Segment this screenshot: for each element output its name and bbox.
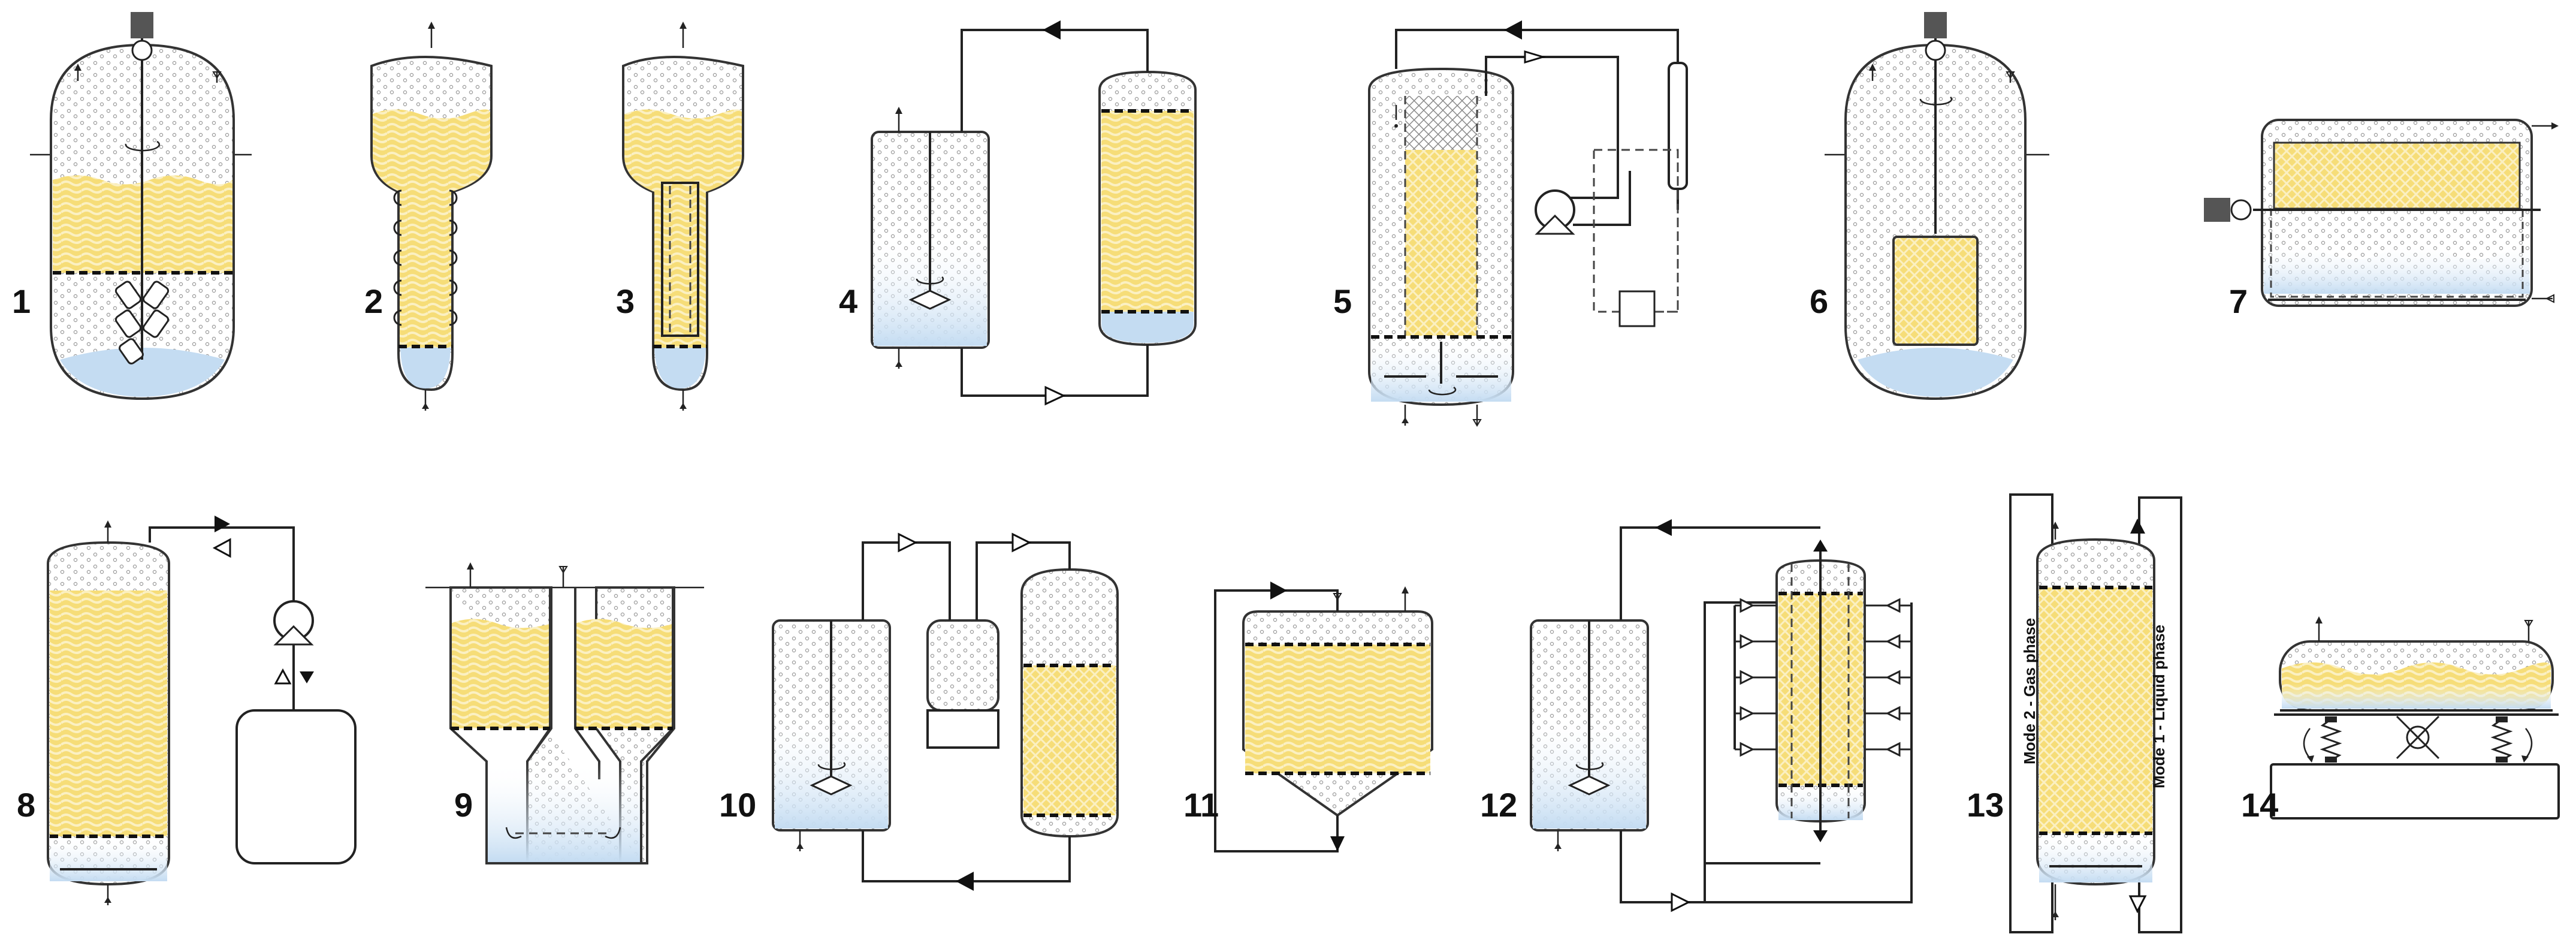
reactor-1-number: 1 <box>12 282 31 320</box>
pump-icon <box>273 600 314 646</box>
reactor-8-number: 8 <box>17 786 35 824</box>
reactor-10-multistage: 10 <box>719 532 1119 891</box>
reactor-14-shaken-bed: 14 <box>2241 616 2560 824</box>
reactor-4-external-packed-loop: 4 <box>839 20 1197 406</box>
reactor-1-stirred-tank: 1 <box>12 12 252 400</box>
reactor-4-number: 4 <box>839 282 857 320</box>
reactor-6-basket: 6 <box>1810 12 2049 400</box>
reactor-6-number: 6 <box>1810 282 1828 320</box>
reactor-2-number: 2 <box>364 282 383 320</box>
reactor-3-number: 3 <box>616 282 635 320</box>
motor-icon <box>2204 198 2252 222</box>
motor-icon <box>1924 12 1947 61</box>
reactor-11-conical: 11 <box>1183 582 1433 852</box>
vent-arrow-icon <box>74 64 222 83</box>
reactor-11-number: 11 <box>1183 786 1219 824</box>
reactor-2-column: 2 <box>364 22 493 411</box>
reactor-13-dual-mode: Mode 2 - Gas phase Mode 1 - Liquid phase… <box>1967 493 2182 933</box>
reactor-7-number: 7 <box>2229 282 2248 320</box>
impeller-icon <box>810 762 853 796</box>
reactor-10-number: 10 <box>719 786 756 824</box>
reactor-5-fixed-bed-recirculation: 5 <box>1333 20 1688 427</box>
mode-2-gas-phase-label: Mode 2 - Gas phase <box>2021 618 2039 764</box>
reactor-9-tray-reactor: 9 <box>425 562 704 864</box>
reactor-7-horizontal-drum: 7 <box>2204 119 2559 320</box>
impeller-icon <box>1568 762 1611 796</box>
impeller-icon <box>908 276 952 310</box>
motor-icon <box>131 12 153 61</box>
pump-icon <box>1535 189 1575 235</box>
reactor-14-number: 14 <box>2241 786 2278 824</box>
reactor-12-multi-inlet: 12 <box>1480 519 1913 912</box>
reactor-3-column-drafttube: 3 <box>616 22 744 411</box>
impeller-icon <box>114 281 170 364</box>
reactor-9-number: 9 <box>454 786 473 824</box>
reactor-12-number: 12 <box>1480 786 1517 824</box>
mode-1-liquid-phase-label: Mode 1 - Liquid phase <box>2150 625 2168 788</box>
reactor-5-number: 5 <box>1333 282 1352 320</box>
reactor-13-number: 13 <box>1967 786 2004 824</box>
reactor-8-trickle-bed: 8 <box>17 516 357 905</box>
